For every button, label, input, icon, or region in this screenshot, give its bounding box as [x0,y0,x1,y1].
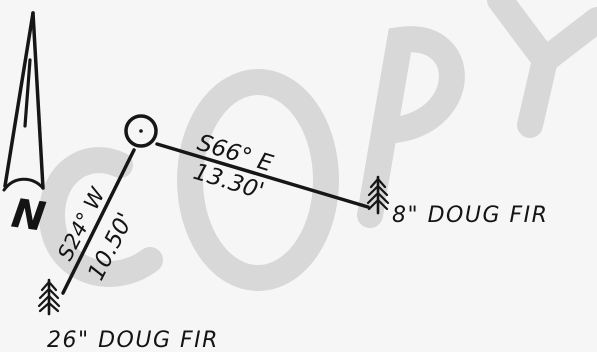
tie-line-east [155,142,370,209]
fir-tree-icon [366,175,390,215]
tree-label-8-doug-fir: 8" DOUG FIR [392,203,548,228]
watermark-letter-c [38,147,163,287]
watermark-letter-p [357,26,465,228]
tie-line-southwest [61,148,136,295]
copy-watermark [38,0,597,291]
watermark-letter-y [487,0,597,138]
north-arrow-icon: N [2,11,49,241]
tree-label-26-doug-fir: 26" DOUG FIR [47,328,219,352]
north-label: N [9,191,49,241]
watermark-letter-o [177,69,339,291]
fir-tree-icon [37,278,61,316]
circle-point-icon [124,114,158,148]
